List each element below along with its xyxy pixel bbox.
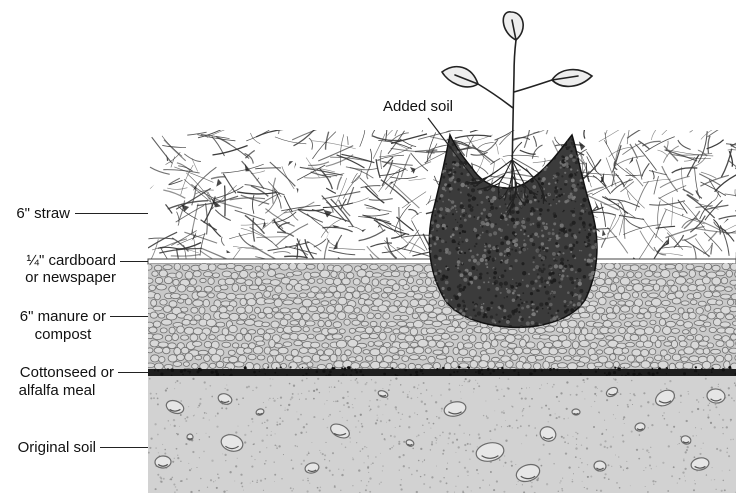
meal-leader: [118, 372, 148, 373]
straw-leader: [75, 213, 148, 214]
original-soil-label: Original soil: [0, 439, 96, 456]
meal-label-line2: alfalfa meal: [0, 382, 114, 399]
cardboard-leader: [120, 261, 148, 262]
original-soil-layer: [148, 376, 736, 493]
added-soil-label: Added soil: [358, 98, 478, 115]
straw-label: 6" straw: [0, 205, 70, 222]
compost-label-line1: 6" manure or: [0, 308, 106, 325]
cardboard-label-line2: or newspaper: [0, 269, 116, 286]
cardboard-label-line1: ¼" cardboard: [0, 252, 116, 269]
compost-leader: [110, 316, 148, 317]
meal-label-line1: Cottonseed or: [0, 364, 114, 381]
original-soil-leader: [100, 447, 148, 448]
compost-label-line2: compost: [20, 326, 106, 343]
